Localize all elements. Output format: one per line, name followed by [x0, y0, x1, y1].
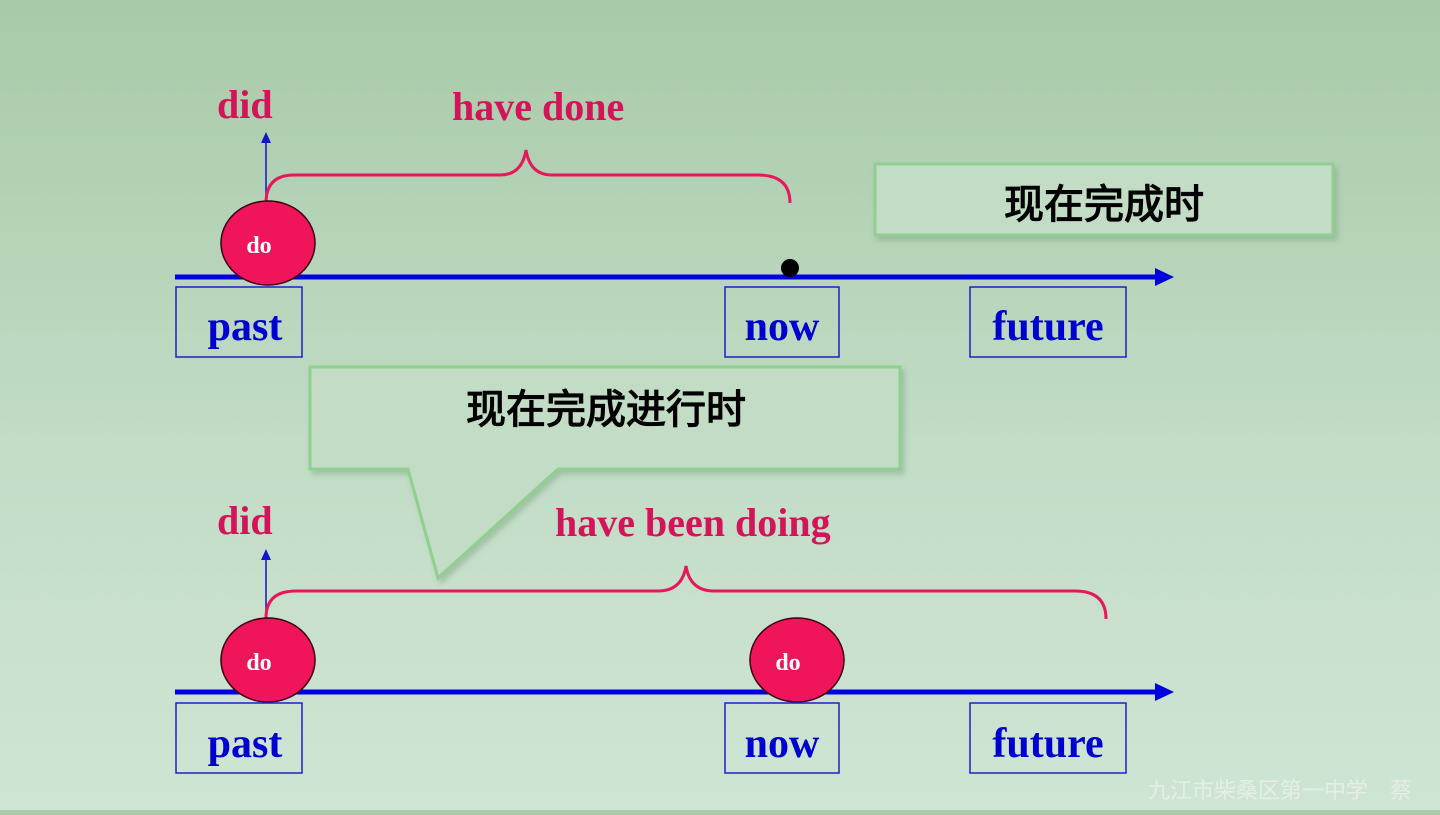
bottom-do-circle-now-label: do	[775, 650, 800, 676]
top-do-circle	[220, 200, 316, 286]
bottom-now-box	[724, 702, 840, 774]
top-timeline: do did have done past now future	[175, 82, 1174, 358]
bottom-did-label: did	[217, 498, 273, 543]
top-now-label: now	[745, 304, 820, 350]
top-future-label: future	[992, 304, 1103, 350]
top-now-dot	[781, 259, 799, 277]
bottom-past-box	[175, 702, 303, 774]
present-perfect-continuous-text: 现在完成进行时	[466, 387, 746, 433]
present-perfect-text: 现在完成时	[1004, 182, 1204, 228]
bottom-future-box	[969, 702, 1127, 774]
present-perfect-continuous-bubble	[308, 365, 902, 581]
top-did-label: did	[217, 82, 273, 127]
bottom-past-label: past	[208, 721, 283, 767]
bottom-up-arrowhead	[261, 549, 271, 560]
bottom-brace	[264, 565, 1108, 620]
bottom-have-been-doing-label: have been doing	[555, 500, 831, 545]
top-now-box	[724, 286, 840, 358]
present-perfect-callout: 现在完成时	[873, 162, 1335, 237]
bottom-axis-arrowhead	[1155, 683, 1174, 701]
present-perfect-continuous-callout: 现在完成进行时	[308, 365, 902, 581]
bottom-now-label: now	[745, 721, 820, 767]
top-brace	[264, 149, 792, 204]
bottom-do-circle-past-label: do	[246, 650, 271, 676]
top-have-done-label: have done	[452, 84, 624, 129]
top-up-arrowhead	[261, 132, 271, 143]
bottom-do-circle-past	[220, 617, 316, 703]
top-past-box	[175, 286, 303, 358]
top-axis-arrowhead	[1155, 268, 1174, 286]
bottom-timeline: do do did have been doing past now futur…	[175, 498, 1174, 774]
top-do-circle-label: do	[246, 233, 271, 259]
bottom-do-circle-now	[749, 617, 845, 703]
footer-school-text: 九江市柴桑区第一中学 蔡	[1148, 779, 1412, 804]
top-past-label: past	[208, 304, 283, 350]
top-future-box	[969, 286, 1127, 358]
bottom-future-label: future	[992, 721, 1103, 767]
present-perfect-box	[873, 162, 1335, 237]
